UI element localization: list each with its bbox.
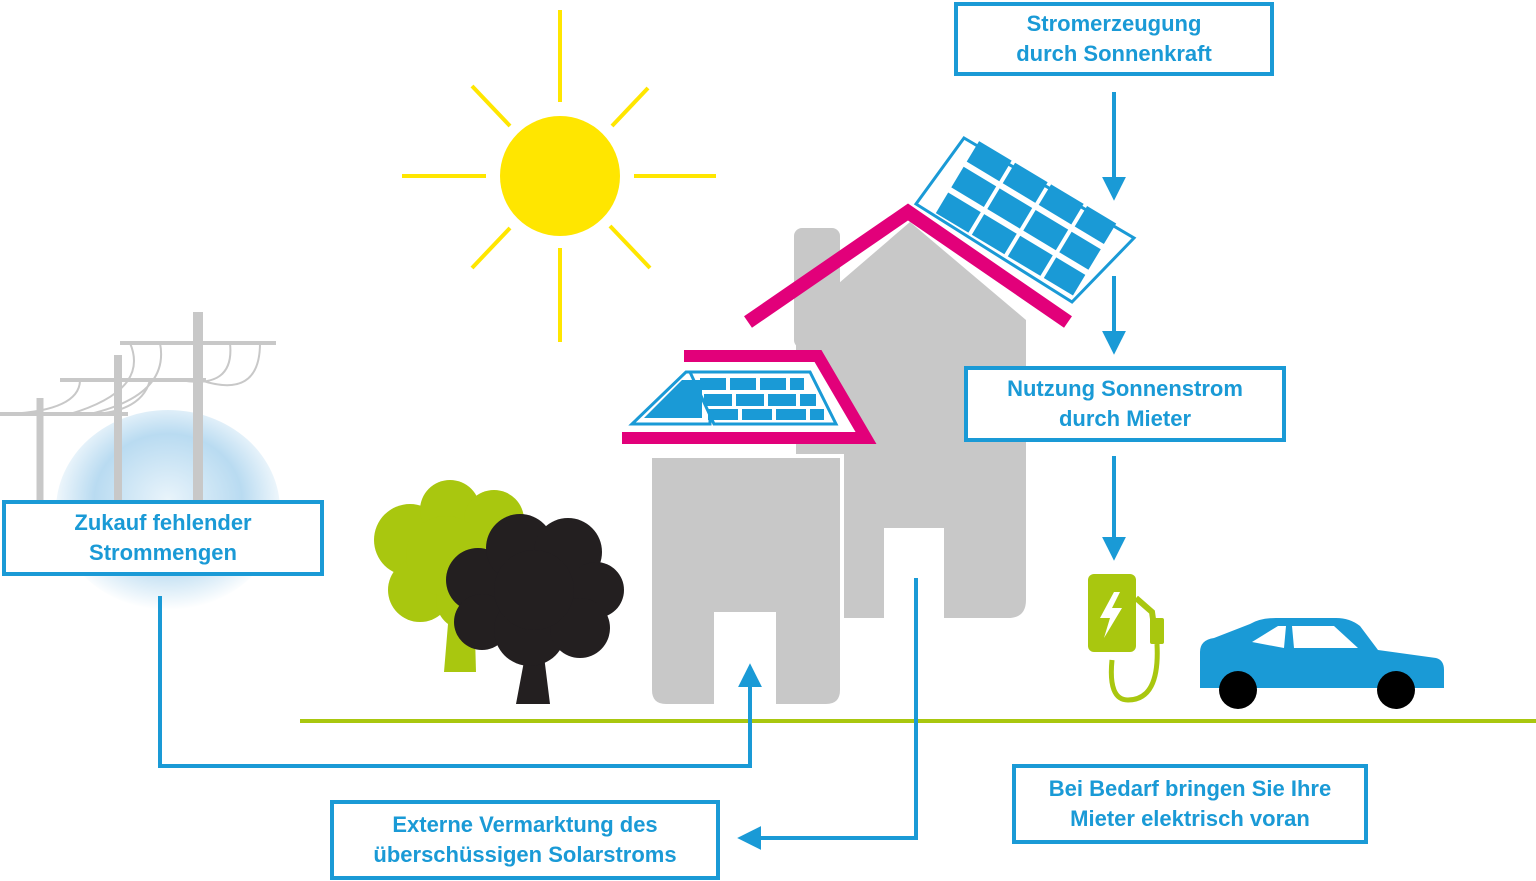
marketing-line-1: Externe Vermarktung des <box>392 812 658 837</box>
tenant-use-line-1: Nutzung Sonnenstrom <box>1007 376 1243 401</box>
tree-icon <box>446 514 624 704</box>
sun-icon <box>402 10 716 342</box>
generation-label: Stromerzeugung durch Sonnenkraft <box>954 2 1274 76</box>
tenant-use-line-2: durch Mieter <box>1058 406 1192 431</box>
mobility-line-2: Mieter elektrisch voran <box>1070 806 1310 831</box>
ev-charger-icon <box>1088 574 1164 703</box>
arrow-icon <box>158 92 1126 850</box>
purchase-line-2: Strommengen <box>89 540 237 565</box>
generation-line-1: Stromerzeugung <box>1026 11 1202 36</box>
house-icon <box>744 203 1072 618</box>
purchase-label: Zukauf fehlender Strommengen <box>2 500 324 576</box>
generation-line-2: durch Sonnenkraft <box>1016 41 1212 66</box>
solar-panel-icon <box>913 136 1137 304</box>
car-icon <box>1200 618 1444 709</box>
solar-panel-icon <box>644 378 824 420</box>
mobility-label: Bei Bedarf bringen Sie Ihre Mieter elekt… <box>1012 764 1368 844</box>
mobility-line-1: Bei Bedarf bringen Sie Ihre <box>1048 776 1332 801</box>
tenant-use-label: Nutzung Sonnenstrom durch Mieter <box>964 366 1286 442</box>
marketing-line-2: überschüssigen Solarstroms <box>373 842 677 867</box>
purchase-line-1: Zukauf fehlender <box>74 510 252 535</box>
marketing-label: Externe Vermarktung des überschüssigen S… <box>330 800 720 880</box>
